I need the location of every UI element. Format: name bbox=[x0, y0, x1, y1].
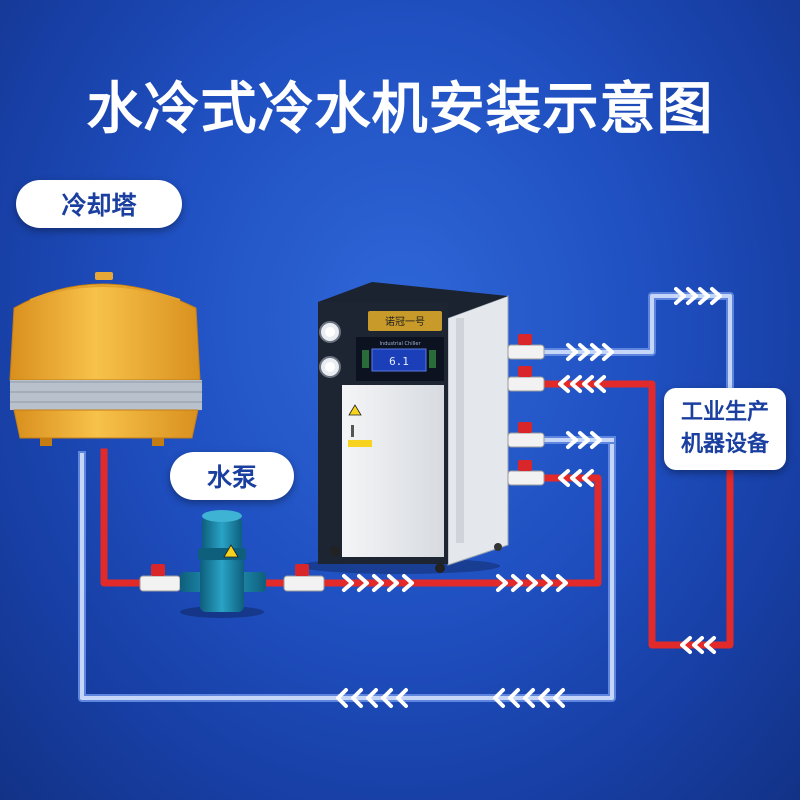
chevron-right-icon bbox=[496, 574, 568, 592]
equipment-label-line2: 机器设备 bbox=[680, 432, 769, 457]
pressure-gauge-icon bbox=[319, 356, 341, 378]
ball-valve-icon bbox=[283, 564, 325, 592]
chiller-display-value: 6.1 bbox=[389, 355, 409, 368]
chiller-port-valves bbox=[507, 334, 545, 486]
pump-supply-pipe bbox=[100, 448, 602, 587]
chiller-screen-brand: Industrial Chiller bbox=[380, 341, 422, 347]
equipment-label-line1: 工业生产 bbox=[680, 400, 769, 425]
caster-wheel-icon bbox=[435, 563, 445, 573]
warning-triangle-icon bbox=[348, 404, 362, 416]
water-pump bbox=[180, 510, 266, 618]
chevron-left-icon bbox=[558, 375, 606, 393]
equipment-label-box: 工业生产 机器设备 bbox=[664, 388, 786, 470]
page-title: 水冷式冷水机安装示意图 bbox=[86, 77, 714, 142]
ball-valve-icon bbox=[507, 334, 545, 360]
cooling-tower-label: 冷却塔 bbox=[16, 180, 182, 228]
ball-valve-icon bbox=[507, 460, 545, 486]
hot-pipes bbox=[100, 380, 734, 649]
ball-valve-icon bbox=[139, 564, 181, 592]
chevron-left-icon bbox=[680, 636, 716, 654]
chevron-right-icon bbox=[566, 431, 602, 449]
caster-wheel-icon bbox=[494, 543, 502, 551]
warning-triangle-icon bbox=[223, 544, 239, 558]
chevron-left-icon bbox=[336, 688, 408, 708]
flow-arrows bbox=[336, 287, 722, 708]
chevron-left-icon bbox=[558, 469, 594, 487]
chevron-right-icon bbox=[566, 343, 614, 361]
equipment-return-pipe bbox=[541, 380, 734, 649]
return-pipe-to-tower bbox=[78, 442, 616, 702]
chiller-nameplate: 诺冠一号 bbox=[385, 316, 425, 328]
caster-wheel-icon bbox=[330, 546, 340, 556]
cold-pipes bbox=[78, 292, 734, 702]
water-chiller-unit: 诺冠一号 Industrial Chiller 6.1 bbox=[300, 282, 509, 574]
water-pump-label: 水泵 bbox=[170, 452, 294, 500]
pipeline-valves bbox=[139, 564, 325, 592]
chevron-left-icon bbox=[493, 688, 565, 708]
ball-valve-icon bbox=[507, 366, 545, 392]
chevron-right-icon bbox=[342, 574, 414, 592]
pressure-gauge-icon bbox=[319, 321, 341, 343]
chevron-right-icon bbox=[674, 287, 722, 305]
cooling-tower bbox=[9, 272, 202, 446]
supply-pipe-to-equipment bbox=[541, 292, 734, 394]
ball-valve-icon bbox=[507, 422, 545, 448]
